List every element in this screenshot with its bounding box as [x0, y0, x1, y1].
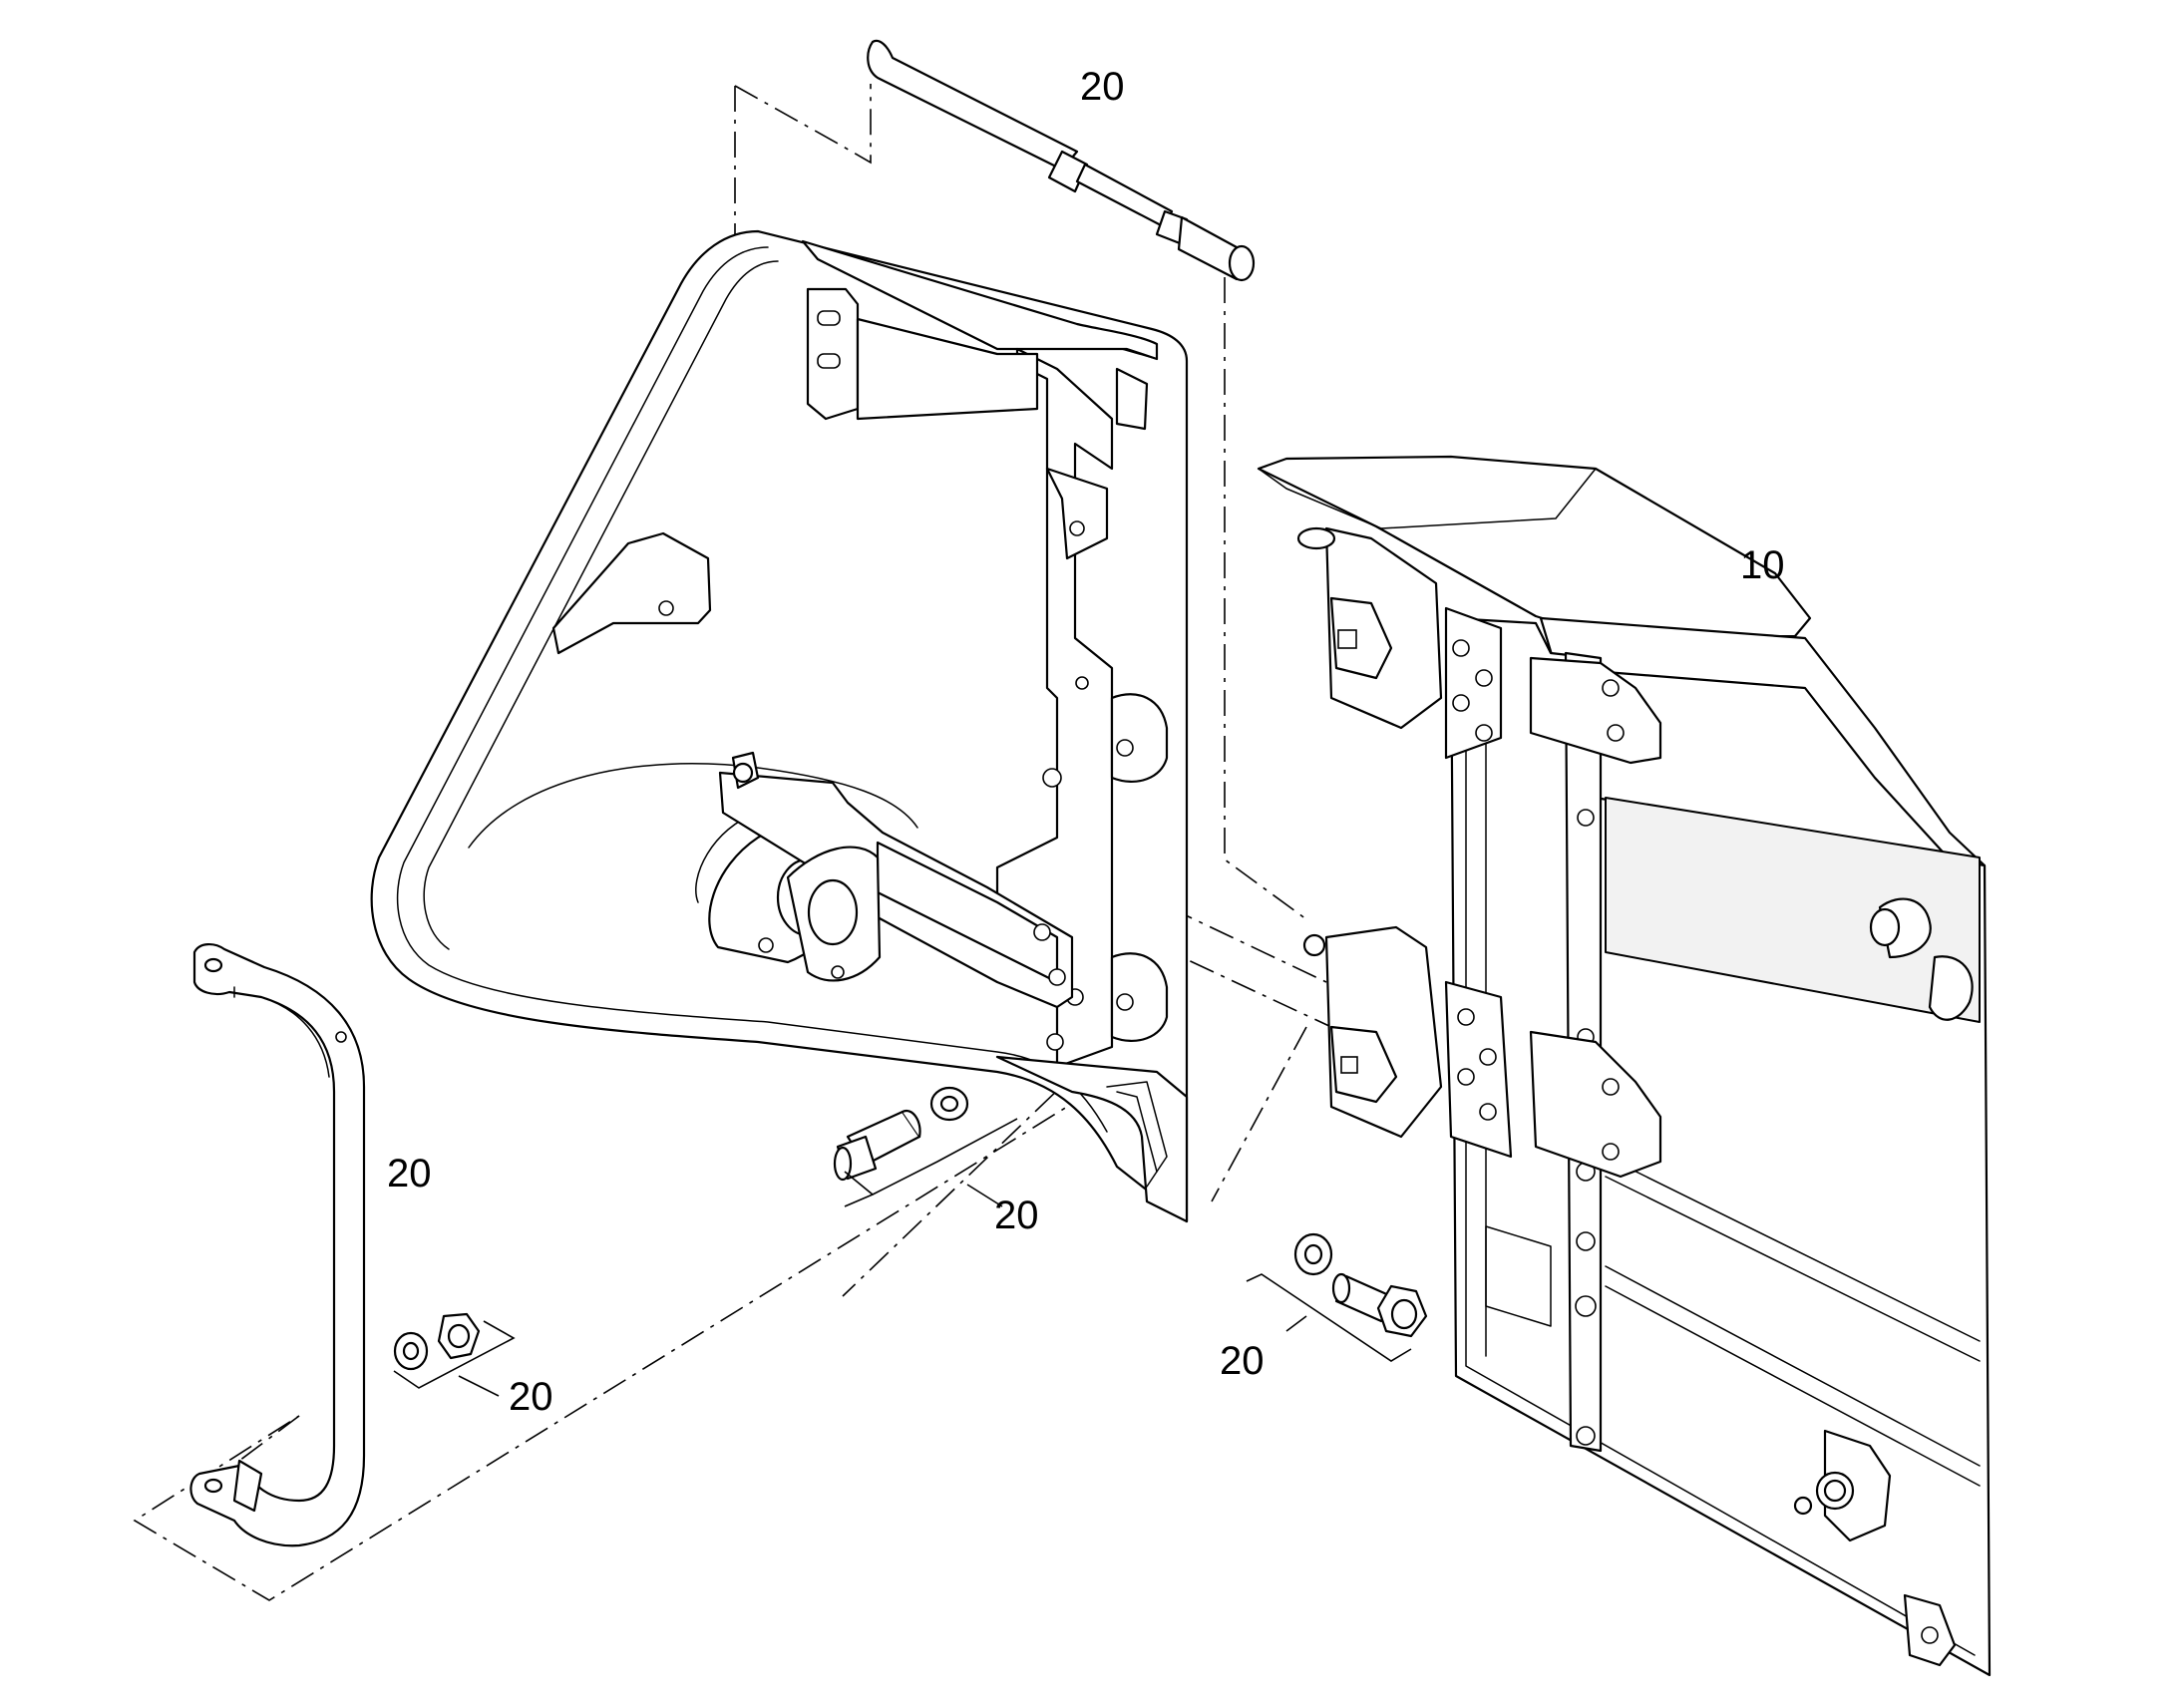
callout-numbers: 20 10 20 20 20 20 [387, 65, 1785, 1419]
callout-washer-nut: 20 [509, 1375, 553, 1419]
door-panel [1257, 455, 1992, 1677]
callout-door-panel: 10 [1740, 543, 1785, 587]
washer-nut-set [393, 1312, 481, 1371]
callout-grab-handle: 20 [387, 1152, 432, 1196]
grab-handle [189, 943, 366, 1547]
callout-bolt-right: 20 [1220, 1339, 1265, 1383]
bolt-right [1293, 1232, 1428, 1338]
callout-bolt-left: 20 [994, 1194, 1039, 1237]
gas-strut [867, 39, 1256, 282]
callout-lines [393, 1118, 1412, 1397]
bolt-left [833, 1086, 969, 1182]
callout-gas-strut: 20 [1080, 65, 1125, 109]
mirror-housing [370, 229, 1189, 1223]
